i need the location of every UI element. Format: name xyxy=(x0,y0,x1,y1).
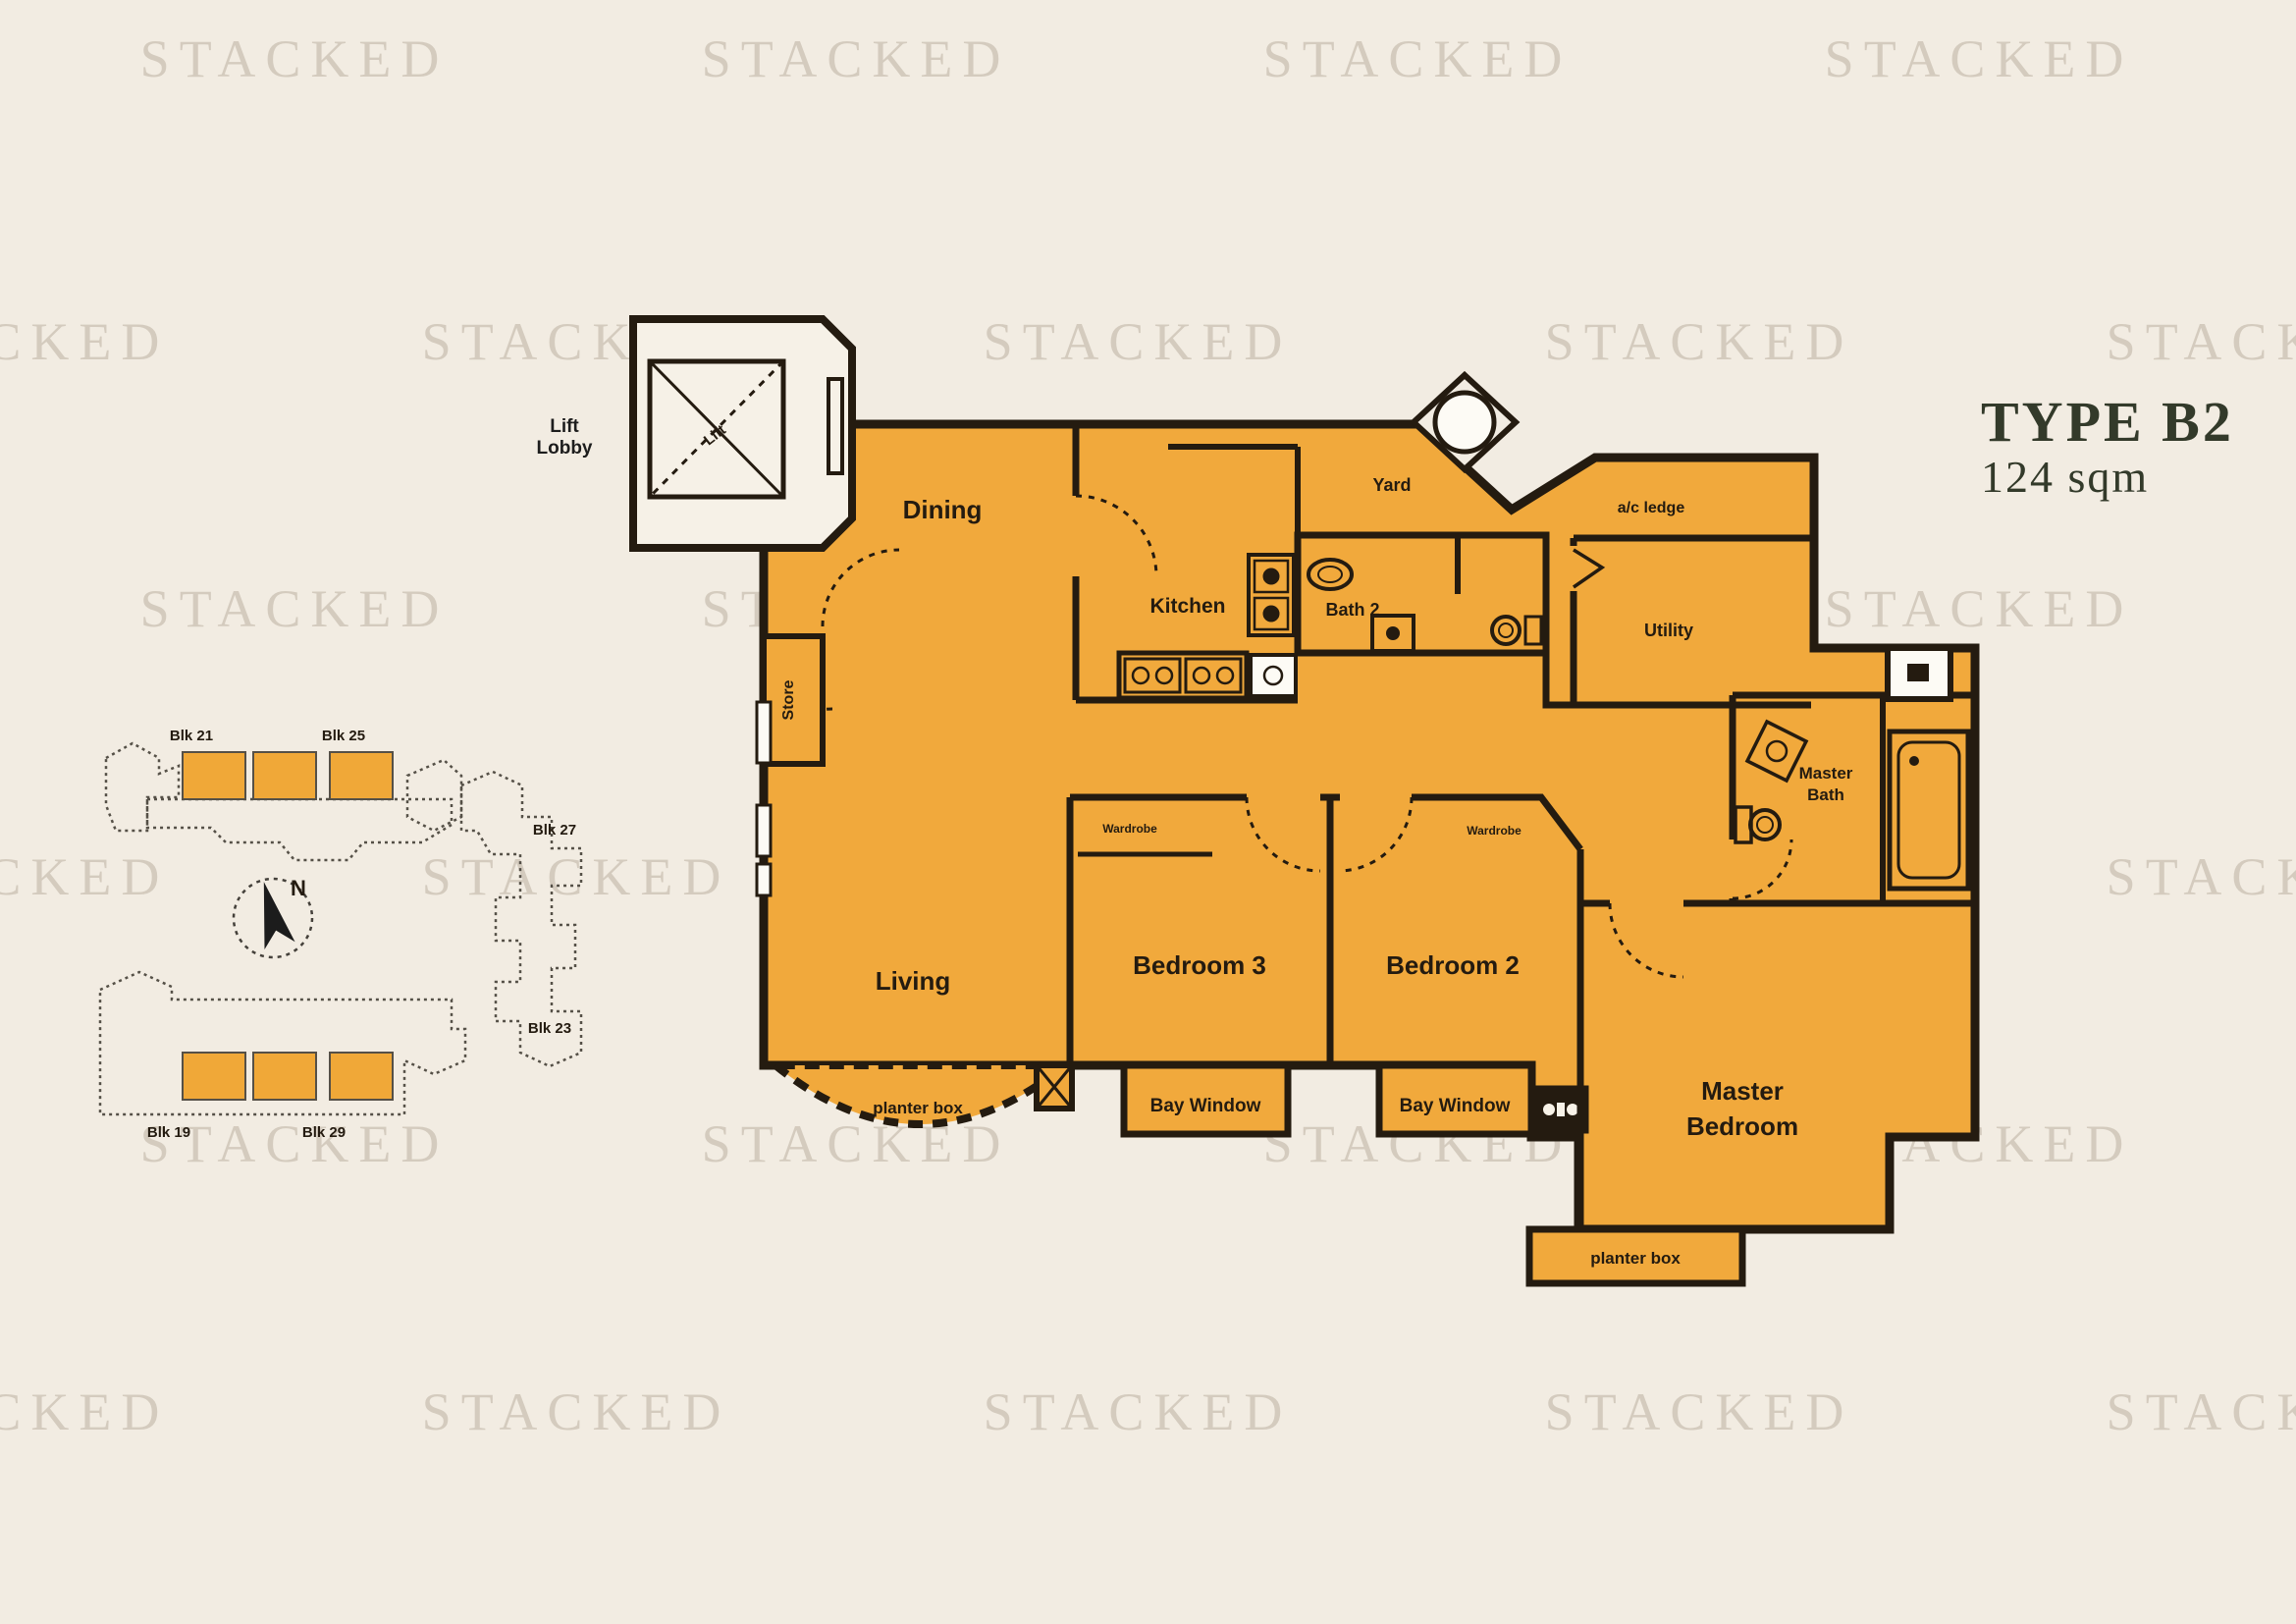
kitchen-label: Kitchen xyxy=(1149,595,1225,618)
north-compass: N xyxy=(232,876,314,959)
lift-door xyxy=(827,377,844,475)
watermark-text: STACKED xyxy=(2106,1382,2296,1441)
yard-column xyxy=(1409,370,1521,474)
ac-ledge-label: a/c ledge xyxy=(1618,500,1685,516)
planter-box-master-label: planter box xyxy=(1590,1249,1681,1268)
master-bath-basin xyxy=(1744,719,1809,784)
site-map-block-labels: Blk 21 Blk 25 Blk 27 Blk 23 Blk 19 Blk 2… xyxy=(147,728,576,1141)
watermark-text: STACKED xyxy=(421,847,731,906)
unit-type-title: TYPE B2 xyxy=(1981,390,2234,454)
north-arrow-icon xyxy=(263,882,295,950)
bay-window-bedroom2: Bay Window xyxy=(1375,1061,1535,1138)
kitchen-counter-unit xyxy=(1247,553,1296,637)
wardrobe-bedroom2-label: Wardrobe xyxy=(1467,824,1522,838)
master-bath-wc xyxy=(1734,805,1782,844)
bay-window-bedroom2-label: Bay Window xyxy=(1400,1096,1511,1116)
watermark-text: STACKED xyxy=(983,312,1293,371)
column-box xyxy=(1034,1062,1075,1111)
living-label: Living xyxy=(876,966,951,996)
watermark-text: STACKED xyxy=(1824,579,2134,638)
master-bath-tub xyxy=(1887,729,1971,892)
kitchen-stove xyxy=(1116,650,1250,701)
block-label-right-lower: Blk 23 xyxy=(528,1020,571,1037)
watermark-text: STACKED xyxy=(1544,312,1854,371)
master-bath-window xyxy=(1885,645,1953,702)
block-label-right-upper: Blk 27 xyxy=(533,822,576,839)
yard-label: Yard xyxy=(1372,475,1411,495)
master-bath-label-line1: Master xyxy=(1799,764,1853,783)
lift-lobby-label: Lift Lobby xyxy=(530,416,599,460)
living-windows xyxy=(755,700,773,897)
bath2-shower xyxy=(1370,614,1415,653)
watermark-text: STACKED xyxy=(421,1382,731,1441)
watermark-text: STACKED xyxy=(701,29,1011,88)
master-bedroom-label-line2: Bedroom xyxy=(1686,1111,1798,1141)
watermark-text: STACKED xyxy=(2106,312,2296,371)
north-label: N xyxy=(291,876,306,900)
store-label: Store xyxy=(780,679,797,720)
watermark-text: STACKED xyxy=(0,312,170,371)
utility-label: Utility xyxy=(1644,621,1693,640)
master-bedroom-label-line1: Master xyxy=(1701,1076,1784,1106)
interior-walls xyxy=(1066,424,1975,1229)
utility-door xyxy=(1573,548,1606,589)
bay-window-bedroom3-label: Bay Window xyxy=(1150,1096,1261,1116)
wardrobe-bedroom3-label: Wardrobe xyxy=(1102,822,1157,836)
master-bath-label-line2: Bath xyxy=(1807,785,1844,804)
bath2-label: Bath 2 xyxy=(1325,600,1379,620)
bedroom3-label: Bedroom 3 xyxy=(1133,950,1266,980)
watermark-text: STACKED xyxy=(0,847,170,906)
lift-lobby: Lift xyxy=(629,315,856,552)
watermark-text: STACKED xyxy=(1262,29,1573,88)
bath2-wc xyxy=(1490,615,1543,646)
watermark-text: STACKED xyxy=(139,579,450,638)
block-label-bottom-mid: Blk 29 xyxy=(302,1124,346,1141)
block-label-top-left: Blk 21 xyxy=(170,728,213,744)
watermark-text: STACKED xyxy=(139,29,450,88)
site-map-highlighted-units xyxy=(182,751,394,1101)
kitchen-sink xyxy=(1249,653,1298,698)
watermark-text: STACKED xyxy=(139,1114,450,1173)
planter-box-master: planter box xyxy=(1525,1225,1746,1287)
block-label-top-mid: Blk 25 xyxy=(322,728,365,744)
bedroom2-label: Bedroom 2 xyxy=(1386,950,1520,980)
watermark-text: STACKED xyxy=(1824,29,2134,88)
bath2-basin xyxy=(1307,558,1354,591)
watermark-text: STACKED xyxy=(983,1382,1293,1441)
unit-area-label: 124 sqm xyxy=(1981,451,2150,502)
site-map-outlines xyxy=(98,741,583,1116)
site-map: N Blk 21 Blk 25 Blk 27 Blk 23 Blk 19 Blk… xyxy=(98,728,583,1141)
floor-plan: Bay Window Bay Window planter box plante… xyxy=(629,315,1980,1287)
block-label-bottom-left: Blk 19 xyxy=(147,1124,190,1141)
watermark-text: STACKED xyxy=(1544,1382,1854,1441)
dining-label: Dining xyxy=(903,495,983,524)
planter-box-living-label: planter box xyxy=(873,1099,963,1117)
planter-box-living: planter box xyxy=(764,1061,1077,1128)
watermark-text: STACKED xyxy=(701,1114,1011,1173)
watermark-text: STACKED xyxy=(2106,847,2296,906)
watermark-text: STACKED xyxy=(0,1382,170,1441)
bay-window-bedroom3: Bay Window xyxy=(1120,1061,1292,1138)
lift-lobby-label-line2: Lobby xyxy=(536,437,593,459)
store-room: Store xyxy=(761,633,826,767)
lift-lobby-label-line1: Lift xyxy=(550,416,579,437)
plan-title-block: TYPE B2 124 sqm xyxy=(1981,390,2234,502)
